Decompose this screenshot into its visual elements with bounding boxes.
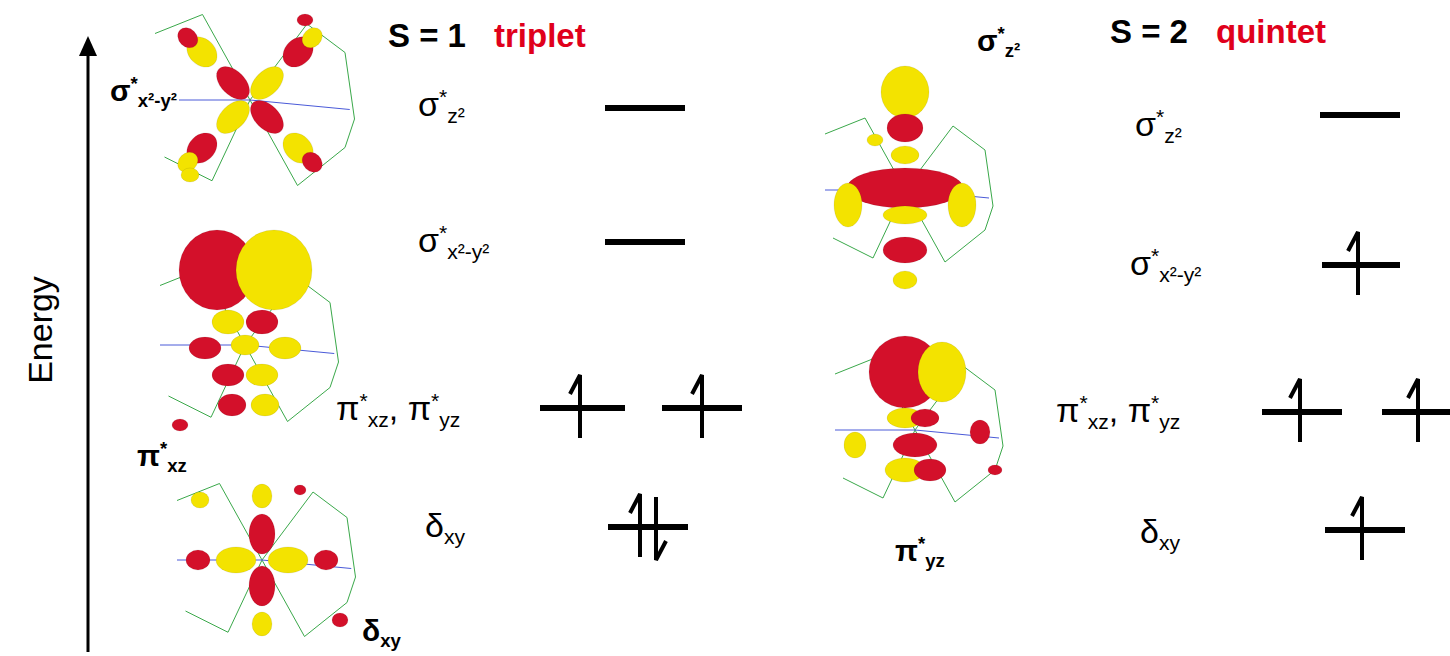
multiplicity: triplet: [494, 15, 586, 56]
orbital-lobe: [332, 613, 348, 627]
orbital-lobe: [246, 310, 278, 334]
orbital-lobe: [186, 550, 210, 570]
orbital-lobe: [297, 14, 313, 26]
orbital-caption: σ*x²-y²: [108, 72, 179, 113]
orbital-lobe: [847, 168, 963, 208]
ligand-frame: [177, 484, 347, 561]
axis-label: Energy: [19, 276, 62, 384]
spin-up-arrow: [1352, 497, 1362, 560]
level-label: π*xz, π*yz: [1056, 389, 1180, 436]
spin-up-arrow: [1348, 232, 1358, 295]
axis-arrowhead: [79, 36, 97, 56]
ligand-frame: [186, 560, 348, 637]
ligand-frame: [330, 303, 339, 388]
orbital-lobe: [834, 183, 862, 227]
orbital-lobe: [210, 94, 255, 139]
level-label: σ*z²: [418, 83, 465, 130]
level-label: δxy: [425, 504, 465, 551]
energy-level: [605, 239, 685, 245]
orbital-lobe: [244, 94, 289, 139]
ligand-frame: [155, 15, 345, 101]
orbital-lobe: [252, 612, 272, 636]
orbital-lobe: [881, 66, 929, 118]
orbital-lobe: [218, 394, 246, 416]
orbital-lobe: [246, 364, 278, 386]
spin-up-arrow: [630, 494, 640, 557]
orbital-lobe: [244, 60, 289, 105]
orbital-lobe: [314, 550, 338, 570]
orbital-lobe: [887, 114, 923, 142]
orbital-caption: δxy: [360, 612, 403, 653]
orbital-lobe: [883, 237, 927, 263]
orbital-lobe: [867, 134, 883, 146]
multiplicity: quintet: [1216, 11, 1326, 52]
energy-level: [608, 524, 688, 530]
orbital-lobe: [914, 459, 946, 481]
ligand-frame: [985, 150, 993, 230]
orbital-lobe: [269, 337, 301, 359]
ligand-frame: [843, 430, 995, 502]
spin-down-arrow: [656, 497, 666, 560]
level-label: σ*z²: [1135, 103, 1182, 150]
orbital-lobe: [252, 484, 272, 508]
orbital-lobe: [181, 168, 199, 182]
orbital-lobe: [231, 335, 259, 355]
orbital-lobe: [210, 60, 255, 105]
level-label: σ*x²-y²: [418, 219, 489, 266]
energy-level: [1322, 262, 1400, 268]
orbital-lobe: [844, 432, 866, 458]
orbital-lobe: [268, 547, 308, 573]
orbital-lobe: [883, 206, 927, 224]
orbital-lobe: [893, 271, 917, 289]
orbital-lobe: [189, 337, 221, 359]
orbital-caption: σ*z²: [975, 22, 1022, 63]
orbital-lobe: [918, 342, 966, 402]
orbital-lobe: [249, 566, 275, 606]
orbital-lobe: [191, 492, 209, 508]
spin-up-arrow: [692, 375, 702, 438]
orbital-lobe: [891, 146, 919, 164]
orbital-lobe: [216, 547, 256, 573]
orbital-lobe: [893, 433, 937, 457]
energy-level: [540, 405, 625, 411]
orbital-caption: π*xz: [135, 437, 189, 478]
level-label: π*xz, π*yz: [336, 387, 460, 434]
orbital-lobe: [970, 420, 990, 444]
energy-axis: [87, 50, 90, 652]
orbital-lobe: [298, 24, 326, 52]
spin-up-arrow: [1408, 379, 1418, 442]
orbital-lobe: [249, 514, 275, 554]
ligand-frame: [347, 518, 356, 603]
level-label: δxy: [1140, 510, 1180, 557]
ligand-frame: [995, 390, 1003, 470]
orbital-lobe: [911, 409, 939, 427]
energy-level: [605, 105, 685, 111]
orbital-lobe: [212, 364, 244, 386]
spin-up-arrow: [570, 375, 580, 438]
orbital-lobe: [212, 310, 244, 334]
orbital-lobe: [298, 148, 326, 176]
orbital-caption: π*yz: [893, 532, 947, 573]
energy-level: [1325, 527, 1405, 533]
spin-state: S = 2: [1110, 11, 1188, 52]
orbital-lobe: [251, 394, 279, 416]
spin-state: S = 1: [388, 15, 466, 56]
orbital-lobe: [236, 230, 312, 310]
orbital-lobe: [988, 465, 1002, 475]
level-label: σ*x²-y²: [1130, 242, 1201, 289]
energy-level: [1320, 112, 1400, 118]
orbital-lobe: [294, 485, 306, 495]
ligand-frame: [169, 345, 331, 422]
ligand-frame: [345, 53, 355, 148]
orbital-lobe: [172, 419, 188, 431]
orbital-lobe: [174, 24, 202, 52]
spin-up-arrow: [1290, 379, 1300, 442]
orbital-lobe: [948, 183, 976, 227]
